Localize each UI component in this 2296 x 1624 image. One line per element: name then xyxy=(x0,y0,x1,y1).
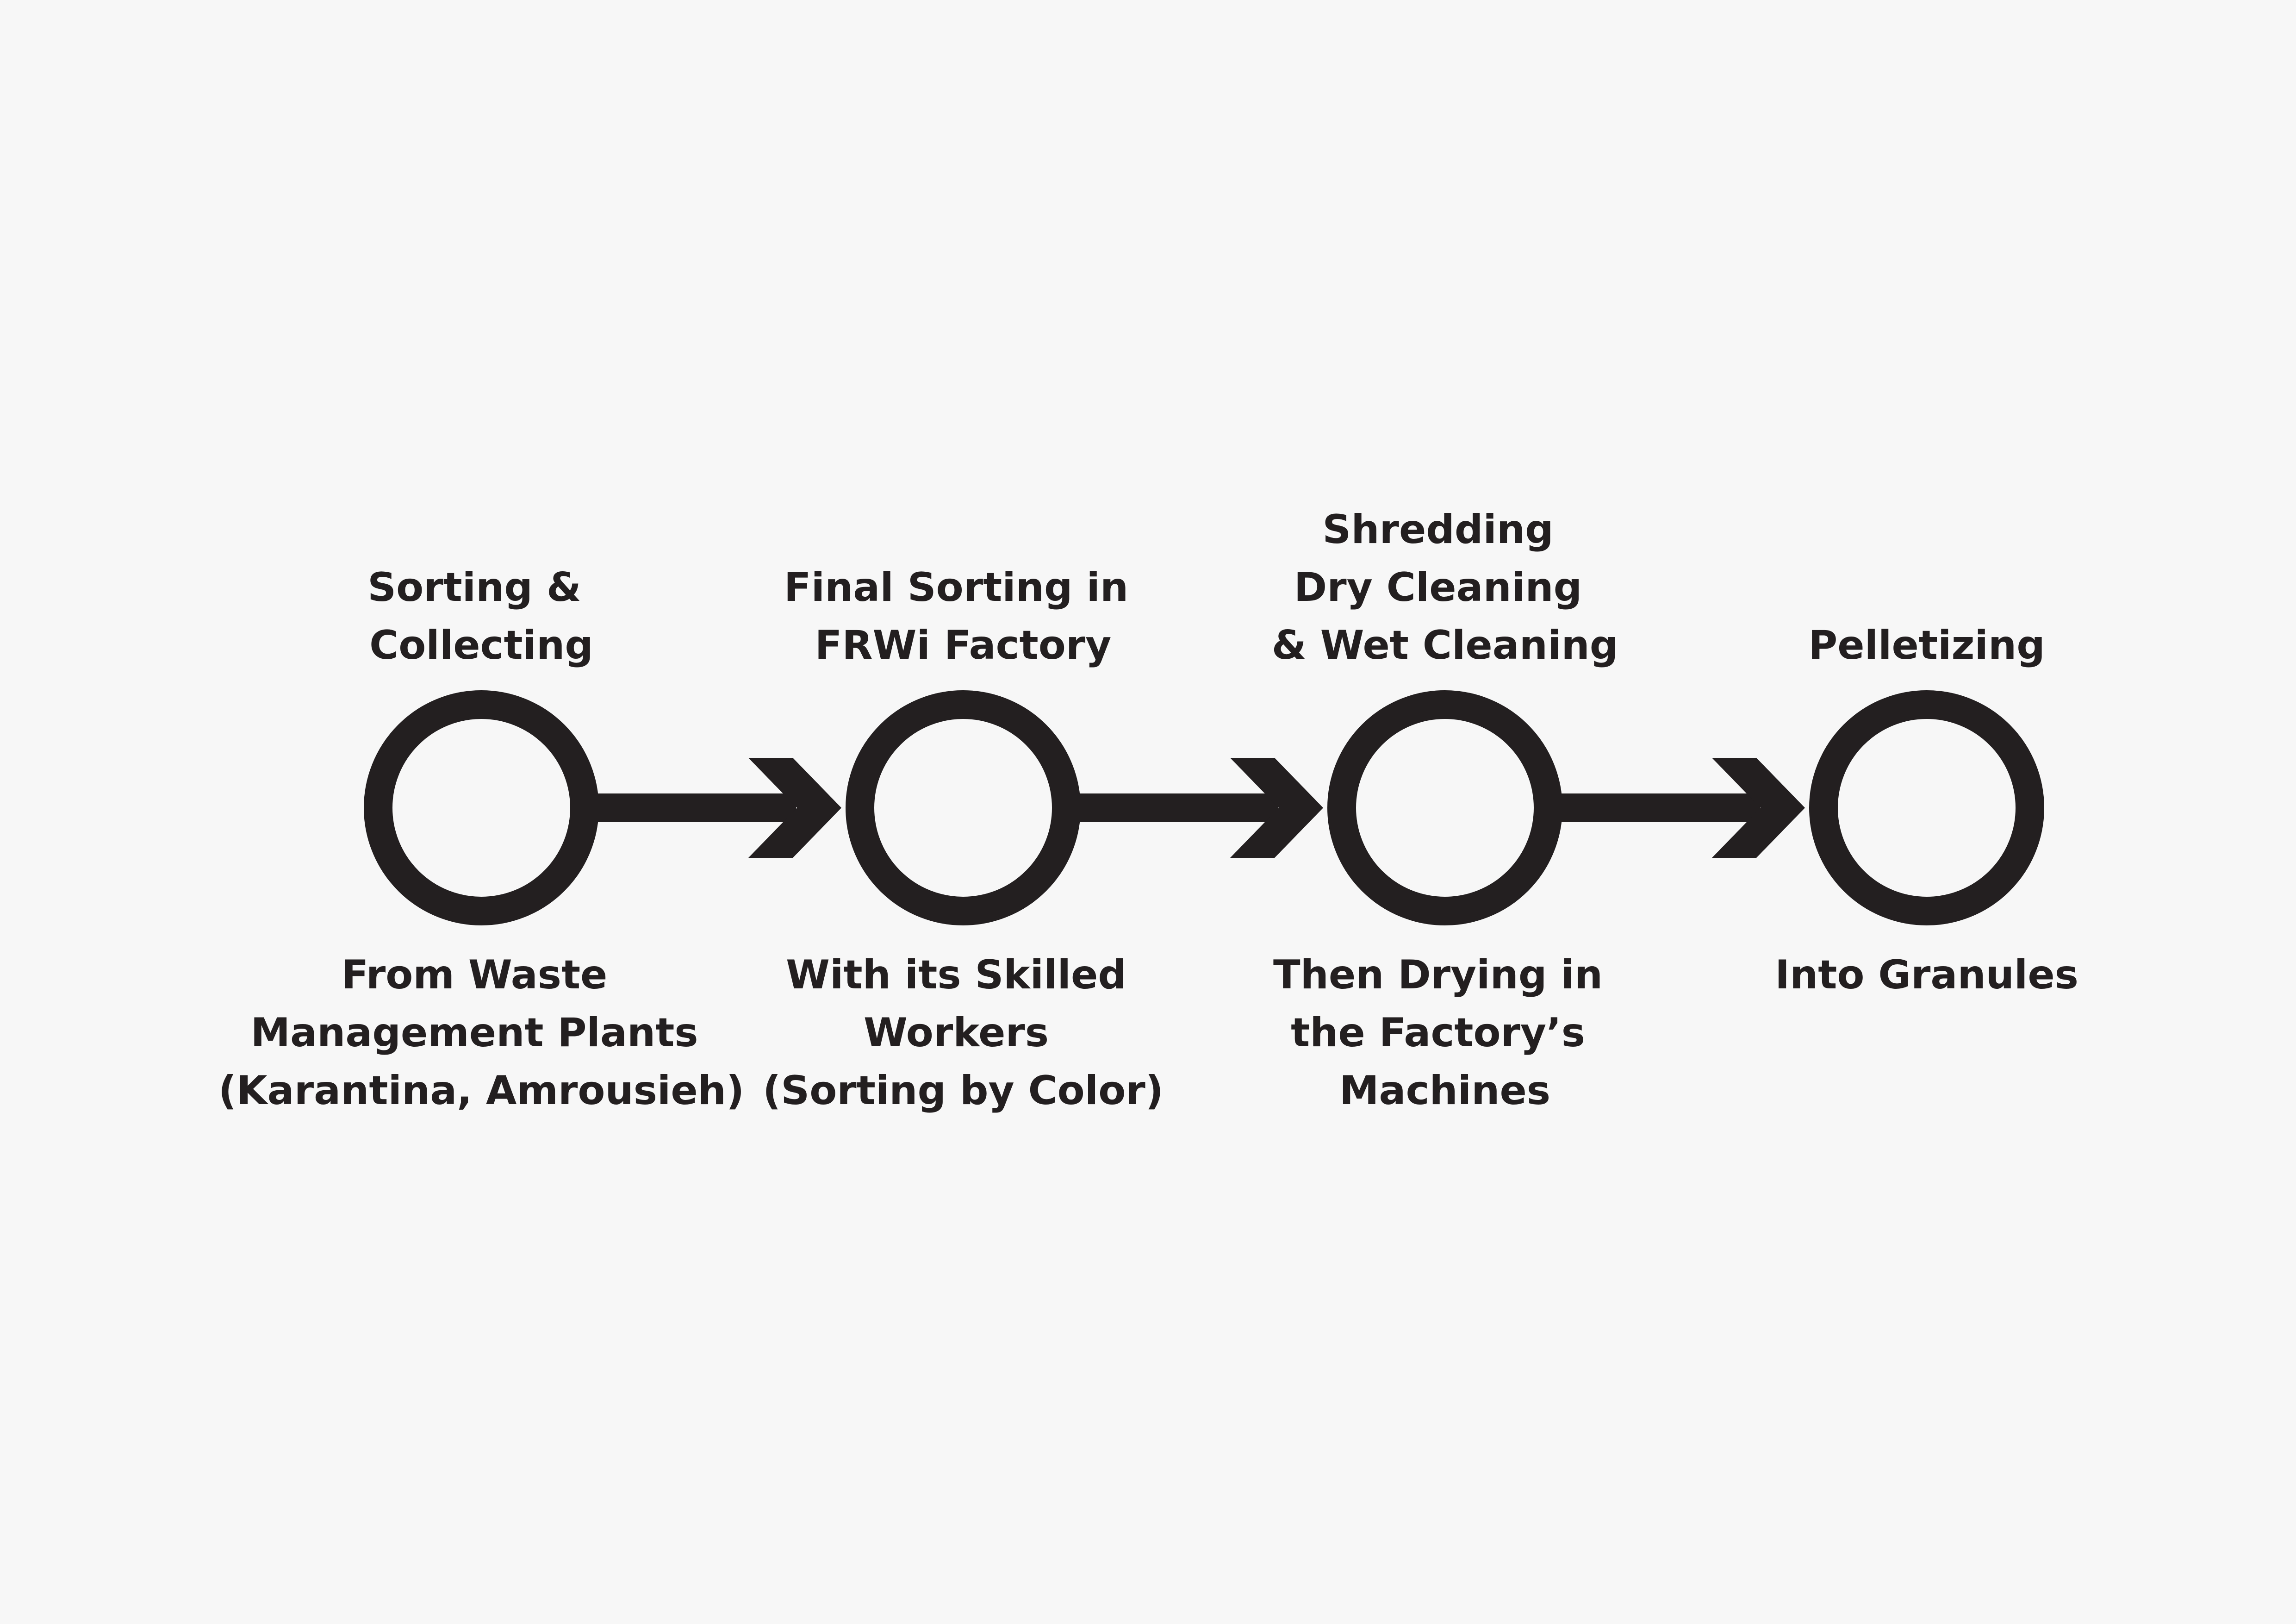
step-2-detail-line-3: (Sorting by Color) xyxy=(763,1068,1164,1114)
step-3-detail-line-1: Then Drying in xyxy=(1273,952,1603,998)
step-1-detail-line-1: From Waste xyxy=(342,952,608,998)
step-4-detail: Into Granules xyxy=(1775,952,2078,998)
arrow-3 xyxy=(1561,758,1805,858)
step-1-title-line-2: Collecting xyxy=(369,622,593,668)
step-1-circle xyxy=(364,690,599,925)
step-2-detail: With its Skilled Workers (Sorting by Col… xyxy=(763,952,1164,1114)
step-3-title-line-1: Shredding xyxy=(1322,506,1553,553)
step-2-title-line-1: Final Sorting in xyxy=(784,564,1128,611)
step-3-title-line-2: Dry Cleaning xyxy=(1294,564,1582,611)
step-3-circle xyxy=(1327,690,1562,925)
arrow-1-head xyxy=(748,758,841,858)
step-2-title: Final Sorting in FRWi Factory xyxy=(784,564,1142,668)
arrow-2-head xyxy=(1230,758,1323,858)
step-3-title-line-3: & Wet Cleaning xyxy=(1272,622,1618,668)
step-2: Final Sorting in FRWi Factory With its S… xyxy=(763,564,1164,1114)
step-1-detail-line-3: (Karantina, Amrousieh) xyxy=(218,1068,745,1114)
step-4-title: Pelletizing xyxy=(1808,622,2045,668)
step-1-detail: From Waste Management Plants (Karantina,… xyxy=(218,952,745,1114)
step-2-detail-line-2: Workers xyxy=(864,1010,1049,1056)
step-3: Shredding Dry Cleaning & Wet Cleaning Th… xyxy=(1272,506,1618,1114)
step-2-title-line-2: FRWi Factory xyxy=(815,622,1112,668)
step-1-detail-line-2: Management Plants xyxy=(251,1010,698,1056)
step-4: Pelletizing Into Granules xyxy=(1775,622,2078,998)
step-1-title: Sorting & Collecting xyxy=(367,564,595,668)
step-4-circle xyxy=(1809,690,2044,925)
step-3-detail: Then Drying in the Factory’s Machines xyxy=(1273,952,1617,1114)
step-4-title-line-1: Pelletizing xyxy=(1808,622,2045,668)
arrow-3-head xyxy=(1712,758,1805,858)
step-3-title: Shredding Dry Cleaning & Wet Cleaning xyxy=(1272,506,1618,668)
arrow-1 xyxy=(597,758,841,858)
step-4-detail-line-1: Into Granules xyxy=(1775,952,2078,998)
step-3-detail-line-2: the Factory’s xyxy=(1291,1010,1585,1056)
step-1-title-line-1: Sorting & xyxy=(367,564,581,611)
step-1: Sorting & Collecting From Waste Manageme… xyxy=(218,564,745,1114)
arrow-2 xyxy=(1079,758,1323,858)
step-2-circle xyxy=(846,690,1081,925)
step-3-detail-line-3: Machines xyxy=(1339,1068,1550,1114)
step-2-detail-line-1: With its Skilled xyxy=(786,952,1126,998)
